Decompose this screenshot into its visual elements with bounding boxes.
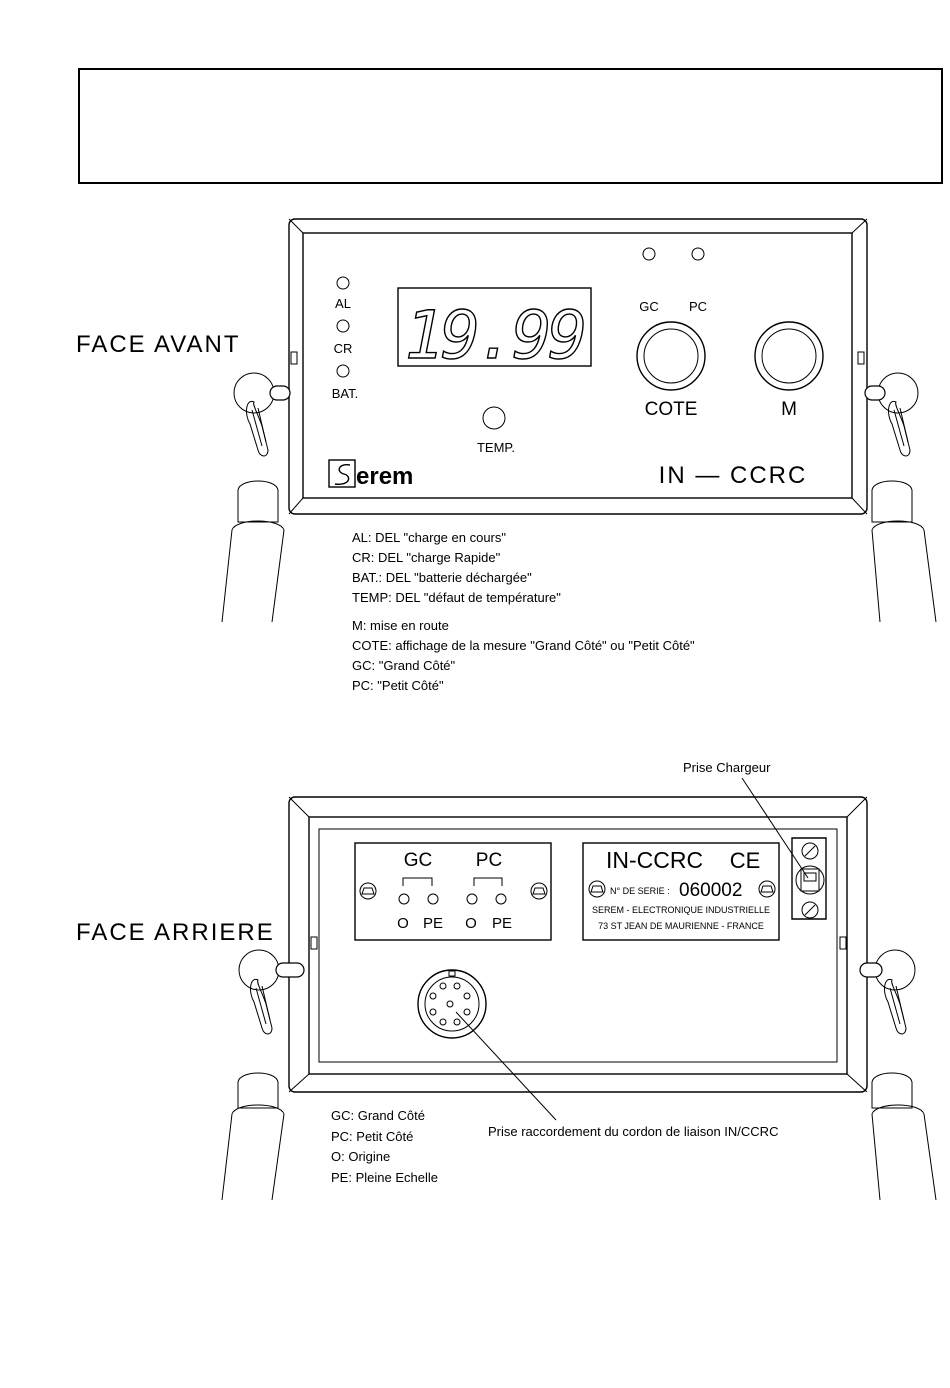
front-legend-line: BAT.: DEL "batterie déchargée" xyxy=(352,570,532,585)
company-line-2: 73 ST JEAN DE MAURIENNE - FRANCE xyxy=(598,921,764,931)
plate-title: IN-CCRC xyxy=(606,847,703,873)
charger-leader-line xyxy=(741,777,809,879)
charger-socket[interactable] xyxy=(791,837,827,920)
cote-button[interactable] xyxy=(636,321,706,391)
serial-label: N° DE SERIE : xyxy=(610,886,670,896)
m-button[interactable] xyxy=(754,321,824,391)
charger-label: Prise Chargeur xyxy=(683,760,771,775)
gc-group-label: GC xyxy=(404,850,433,871)
front-legend-line: TEMP: DEL "défaut de température" xyxy=(352,590,561,605)
gc-o-label: O xyxy=(397,915,409,932)
gc-led-icon xyxy=(642,247,656,261)
header-box xyxy=(78,68,943,184)
pc-group-label: PC xyxy=(476,850,502,871)
rear-legend-line: PC: Petit Côté xyxy=(331,1129,413,1144)
left-handle xyxy=(221,372,291,623)
temp-led-icon xyxy=(482,406,506,430)
right-handle xyxy=(859,949,937,1201)
nameplate xyxy=(582,842,780,941)
led-cr-label: CR xyxy=(334,341,353,356)
pc-origin-trimmer-icon[interactable] xyxy=(466,893,478,905)
led-pc-label: PC xyxy=(689,299,707,314)
ce-mark: CE xyxy=(730,848,761,873)
calibration-block xyxy=(354,842,552,941)
front-legend-line: COTE: affichage de la mesure "Grand Côté… xyxy=(352,638,695,653)
serial-value: 060002 xyxy=(679,880,742,901)
display-value: 19.99 xyxy=(405,297,584,374)
pc-pe-label: PE xyxy=(492,915,512,932)
gc-fullscale-trimmer-icon[interactable] xyxy=(427,893,439,905)
brand-text: erem xyxy=(356,463,413,490)
cote-button-label: COTE xyxy=(645,399,698,420)
gc-pe-label: PE xyxy=(423,915,443,932)
led-temp-label: TEMP. xyxy=(477,440,515,455)
front-legend-line: GC: "Grand Côté" xyxy=(352,658,456,673)
front-panel xyxy=(288,218,868,515)
front-section-label: FACE AVANT xyxy=(76,331,240,358)
seven-segment-display: 19.99 xyxy=(397,287,592,375)
front-legend-line: CR: DEL "charge Rapide" xyxy=(352,550,501,565)
bat-led-icon xyxy=(336,364,350,378)
left-handle xyxy=(221,949,305,1201)
rear-legend-line: O: Origine xyxy=(331,1149,390,1164)
connector-leader-line xyxy=(455,1011,557,1121)
connector-label: Prise raccordement du cordon de liaison … xyxy=(488,1124,778,1139)
al-led-icon xyxy=(336,276,350,290)
connector-socket[interactable] xyxy=(417,969,487,1039)
gc-origin-trimmer-icon[interactable] xyxy=(398,893,410,905)
rear-legend-line: PE: Pleine Echelle xyxy=(331,1170,438,1185)
cr-led-icon xyxy=(336,319,350,333)
model-label: IN — CCRC xyxy=(659,462,808,489)
led-al-label: AL xyxy=(335,296,351,311)
pc-o-label: O xyxy=(465,915,477,932)
pc-fullscale-trimmer-icon[interactable] xyxy=(495,893,507,905)
rear-section-label: FACE ARRIERE xyxy=(76,919,275,946)
led-gc-label: GC xyxy=(639,299,659,314)
rear-panel xyxy=(288,796,868,1093)
front-legend-line: PC: "Petit Côté" xyxy=(352,678,444,693)
front-legend-line: M: mise en route xyxy=(352,618,449,633)
led-bat-label: BAT. xyxy=(332,386,359,401)
right-handle xyxy=(864,372,937,623)
pc-led-icon xyxy=(691,247,705,261)
rear-legend-line: GC: Grand Côté xyxy=(331,1108,425,1123)
serem-logo: erem xyxy=(328,459,413,490)
company-line-1: SEREM - ELECTRONIQUE INDUSTRIELLE xyxy=(592,905,770,915)
front-legend-line: AL: DEL "charge en cours" xyxy=(352,530,506,545)
m-button-label: M xyxy=(781,399,797,420)
